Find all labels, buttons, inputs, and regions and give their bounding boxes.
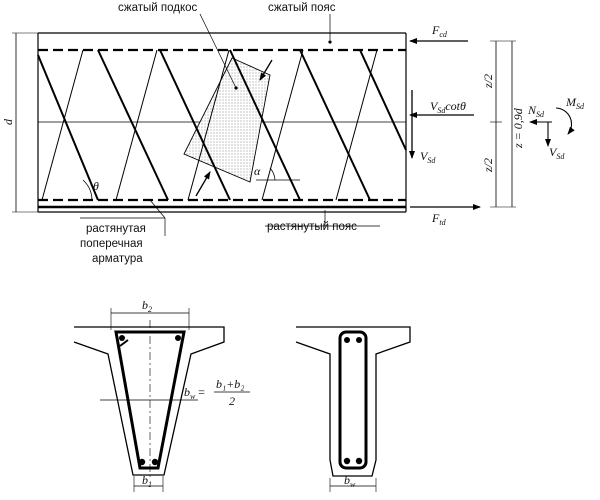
rectangular-t-section: bw xyxy=(295,326,411,492)
leader-dot-strut xyxy=(234,86,238,90)
tapered-t-section: b2 bw= b₁+b₂ 2 b1 xyxy=(73,298,250,492)
shear-component-label: VSdcotθ xyxy=(430,99,466,115)
strut-lines xyxy=(41,49,378,201)
angle-theta-label: θ xyxy=(93,179,99,193)
leader-compressed-strut xyxy=(199,13,237,89)
beam-elevation: θ α сжатый подкос сжатый пояс растянутый… xyxy=(1,2,585,265)
moment-label: MSd xyxy=(565,95,585,111)
lever-arm-label: z = 0,9d xyxy=(511,107,525,149)
rect-dim-bw-label: bw xyxy=(344,473,356,489)
rebar-top-right xyxy=(175,335,181,341)
rect-rebar-bottom-right xyxy=(355,457,363,465)
dim-b2-label: b2 xyxy=(142,298,152,314)
label-tension-chord: растянутый пояс xyxy=(267,221,357,233)
rect-rebar-top-right xyxy=(356,337,362,343)
leader-tension-reinf-tick xyxy=(149,199,166,219)
rect-rebar-bottom-left xyxy=(343,457,351,465)
half-arm-top-label: z/2 xyxy=(481,74,495,89)
rebar-top-left xyxy=(119,335,125,341)
bw-formula-numerator: b₁+b₂ xyxy=(216,377,244,391)
label-tension-reinf-2: поперечная xyxy=(80,238,143,250)
dim-b1-label: b1 xyxy=(142,473,152,489)
rect-rebar-top-left xyxy=(344,337,350,343)
rebar-bottom-right xyxy=(151,458,159,466)
label-compressed-strut: сжатый подкос xyxy=(118,2,198,14)
bw-label: bw= xyxy=(184,385,205,401)
half-arm-bottom-label: z/2 xyxy=(481,158,495,173)
rect-section-stirrup xyxy=(338,330,368,470)
stirrup-hook xyxy=(119,339,129,347)
strut-arrow-bottom xyxy=(195,171,211,197)
force-top-label: Fcd xyxy=(431,23,448,39)
depth-label: d xyxy=(1,118,15,125)
shear-force-label: VSd xyxy=(420,149,436,165)
angle-alpha-arc xyxy=(269,167,276,181)
tapered-section-outline xyxy=(73,326,225,476)
angle-alpha-label: α xyxy=(254,164,261,178)
moment-arc xyxy=(555,107,575,135)
rect-section-outline xyxy=(295,326,411,477)
rebar-bottom-left xyxy=(138,458,146,466)
strut-arrow-top xyxy=(259,59,273,81)
label-tension-reinf-1: растянутая xyxy=(86,223,146,235)
tapered-section-stirrup xyxy=(114,330,186,470)
vertical-shear-label: VSd xyxy=(549,145,565,161)
label-compressed-chord: сжатый пояс xyxy=(268,2,336,14)
leader-dot-chord xyxy=(328,40,332,44)
axial-force-label: NSd xyxy=(527,103,545,119)
label-tension-reinf-3: арматура xyxy=(92,253,143,265)
angle-theta-arc xyxy=(82,179,93,201)
force-bottom-label: Ftd xyxy=(431,211,447,227)
bw-formula-denominator: 2 xyxy=(229,394,235,408)
tie-lines xyxy=(37,49,407,201)
